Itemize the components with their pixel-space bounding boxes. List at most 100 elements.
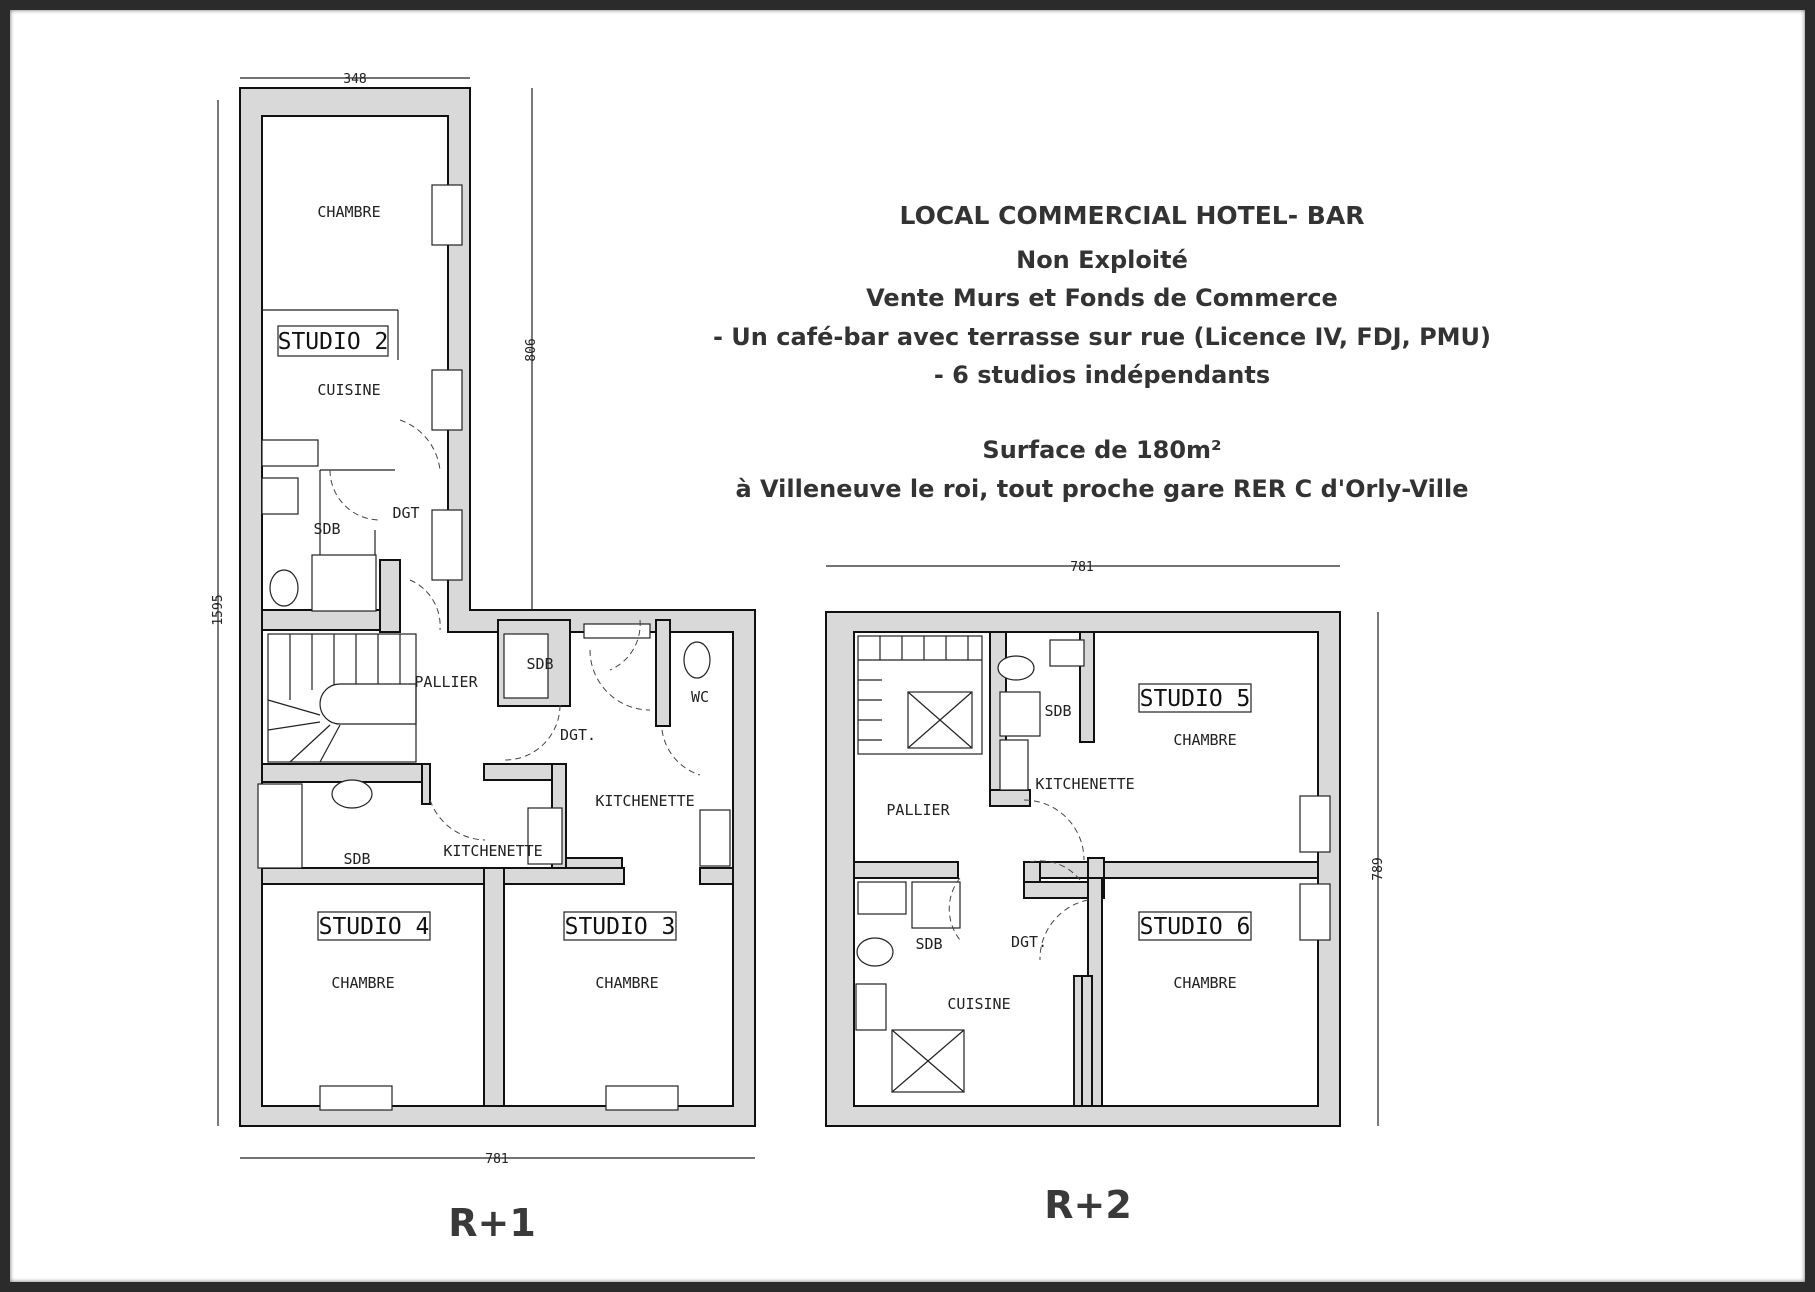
r1-label-pallier: PALLIER — [414, 673, 478, 691]
r2-wall — [989, 789, 1031, 807]
dim-r2-right: 789 — [1371, 857, 1386, 880]
door-swing — [504, 704, 561, 761]
window-icon — [431, 509, 463, 581]
toilet-icon — [997, 655, 1035, 681]
cooktop-cross — [891, 1029, 965, 1093]
sink-icon — [699, 809, 731, 867]
washbasin-icon — [331, 779, 373, 809]
r1-wall — [699, 867, 734, 885]
shower-icon — [911, 881, 961, 929]
dim-r1-top: 348 — [343, 72, 366, 87]
r1-outer-walls — [239, 87, 756, 1127]
window-icon — [1299, 883, 1331, 941]
door-swing — [1039, 899, 1089, 961]
title-line-5: - 6 studios indépendants — [934, 361, 1270, 389]
r1-wall — [483, 867, 505, 1107]
sink-icon — [999, 739, 1029, 791]
title-line-6: Surface de 180m² — [982, 436, 1221, 464]
r2-wall — [853, 861, 959, 879]
toilet-icon — [269, 569, 299, 607]
r2-outer-walls — [825, 611, 1341, 1127]
r2-label-studio6: STUDIO 6 — [1140, 914, 1251, 940]
r1-wall — [503, 867, 625, 885]
r1-label-kitchenette-right: KITCHENETTE — [595, 792, 694, 810]
washbasin-icon — [261, 477, 299, 515]
r1-wall — [261, 867, 485, 885]
door-swing — [429, 799, 486, 841]
r1-label-chambre-top: CHAMBRE — [317, 203, 380, 221]
r2-wall — [1081, 975, 1093, 1107]
r1-wall — [655, 619, 671, 727]
title-line-7: à Villeneuve le roi, tout proche gare RE… — [735, 475, 1468, 503]
title-line-3: Vente Murs et Fonds de Commerce — [866, 284, 1338, 312]
title-block: LOCAL COMMERCIAL HOTEL- BAR Non Exploité… — [713, 201, 1491, 503]
washbasin-icon — [1049, 639, 1085, 667]
shower-icon — [999, 691, 1041, 737]
studio-label-box — [563, 911, 677, 941]
r2-label-studio5: STUDIO 5 — [1140, 686, 1251, 712]
door-swing — [948, 877, 961, 941]
r1-wall — [379, 559, 401, 633]
plan-r2: 781 789 SDB STUDIO 5 CHAMBRE KITCHENETTE… — [825, 560, 1386, 1227]
r1-label-studio2: STUDIO 2 — [278, 329, 389, 355]
toilet-icon — [856, 937, 894, 967]
door-swing — [409, 579, 441, 631]
staircase-steps — [858, 636, 982, 749]
level-label-r1: R+1 — [448, 1201, 536, 1245]
r1-wall — [421, 763, 431, 805]
title-line-2: Non Exploité — [1016, 246, 1188, 274]
door-swing — [1023, 799, 1085, 861]
r2-label-sdb-top: SDB — [1044, 702, 1071, 720]
dim-r1-left: 1595 — [211, 594, 226, 625]
r1-label-chambre-s3: CHAMBRE — [595, 974, 658, 992]
r2-label-dgt: DGT. — [1011, 933, 1047, 951]
level-label-r2: R+2 — [1044, 1183, 1132, 1227]
r1-label-dgt-top: DGT — [392, 504, 419, 522]
door-swing — [609, 619, 641, 671]
dim-r2-top: 781 — [1070, 560, 1093, 575]
r1-label-studio4: STUDIO 4 — [319, 914, 430, 940]
plan-r1: 348 806 1595 781 CHAMBRE STUDIO 2 CUISIN… — [211, 72, 756, 1245]
sink-icon — [527, 807, 563, 865]
r1-label-sdb-left: SDB — [343, 850, 370, 868]
staircase-icon — [857, 635, 983, 755]
door-swing — [589, 649, 651, 711]
window-icon — [1299, 795, 1331, 853]
shower-icon — [503, 633, 549, 699]
dim-r1-bottom: 781 — [485, 1152, 508, 1167]
r2-label-chambre-s6: CHAMBRE — [1173, 974, 1236, 992]
r2-wall — [1023, 861, 1319, 879]
r1-label-studio3: STUDIO 3 — [565, 914, 676, 940]
r1-wall — [261, 763, 423, 783]
r2-label-kitchenette: KITCHENETTE — [1035, 775, 1134, 793]
studio-label-box — [1138, 911, 1252, 941]
staircase-steps — [267, 634, 417, 763]
sink-icon — [855, 983, 887, 1031]
door-swing — [399, 419, 441, 471]
r1-label-sdb-top: SDB — [313, 520, 340, 538]
r1-label-kitchenette-mid: KITCHENETTE — [443, 842, 542, 860]
studio-label-box — [317, 911, 431, 941]
door-swing — [1029, 860, 1081, 881]
door-swing — [329, 469, 381, 521]
r1-wall — [261, 609, 387, 631]
bathtub-icon — [257, 783, 303, 869]
dim-r1-right: 806 — [524, 338, 539, 361]
r1-label-sdb-mid: SDB — [526, 655, 553, 673]
studio-label-box — [277, 325, 389, 357]
window-icon — [319, 1085, 393, 1111]
title-line-4: - Un café-bar avec terrasse sur rue (Lic… — [713, 323, 1491, 351]
sink-icon — [261, 439, 319, 467]
r1-label-chambre-s4: CHAMBRE — [331, 974, 394, 992]
door-swing — [661, 729, 701, 776]
studio-label-box — [1138, 683, 1252, 713]
r1-label-wc: WC — [691, 688, 709, 706]
r1-label-cuisine: CUISINE — [317, 381, 380, 399]
toilet-icon — [683, 641, 711, 679]
window-icon — [605, 1085, 679, 1111]
r1-label-dgt-mid: DGT. — [560, 726, 596, 744]
window-icon — [431, 184, 463, 246]
window-icon — [431, 369, 463, 431]
r2-label-sdb-bottom: SDB — [915, 935, 942, 953]
